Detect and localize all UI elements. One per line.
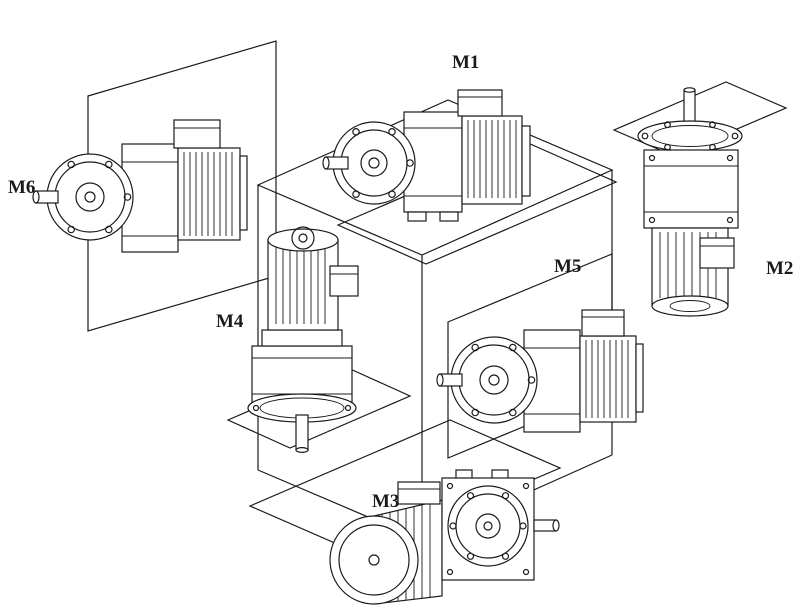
label-m5: M5	[554, 256, 581, 277]
bolt-holes-m3	[449, 492, 527, 560]
gearmotor-m6	[32, 119, 248, 253]
label-m3: M3	[372, 491, 399, 512]
flange-bolts-m4	[252, 404, 352, 412]
gearbox-bolts-m3	[446, 482, 530, 576]
gearmotor-m2	[637, 87, 743, 317]
bolt-holes-m5	[452, 343, 536, 417]
label-m6: M6	[8, 177, 35, 198]
mounting-plane-m3	[248, 419, 562, 555]
gearmotor-m5	[436, 309, 644, 433]
label-m2: M2	[766, 258, 793, 279]
gearmotor-m4	[247, 226, 359, 454]
gearmotor-m3	[329, 469, 560, 605]
gearbox-bolts-m2	[648, 154, 734, 224]
label-m1: M1	[452, 52, 479, 73]
gearmotor-m1	[322, 89, 531, 222]
bolt-holes-m2	[641, 121, 739, 151]
label-m4: M4	[216, 311, 244, 332]
